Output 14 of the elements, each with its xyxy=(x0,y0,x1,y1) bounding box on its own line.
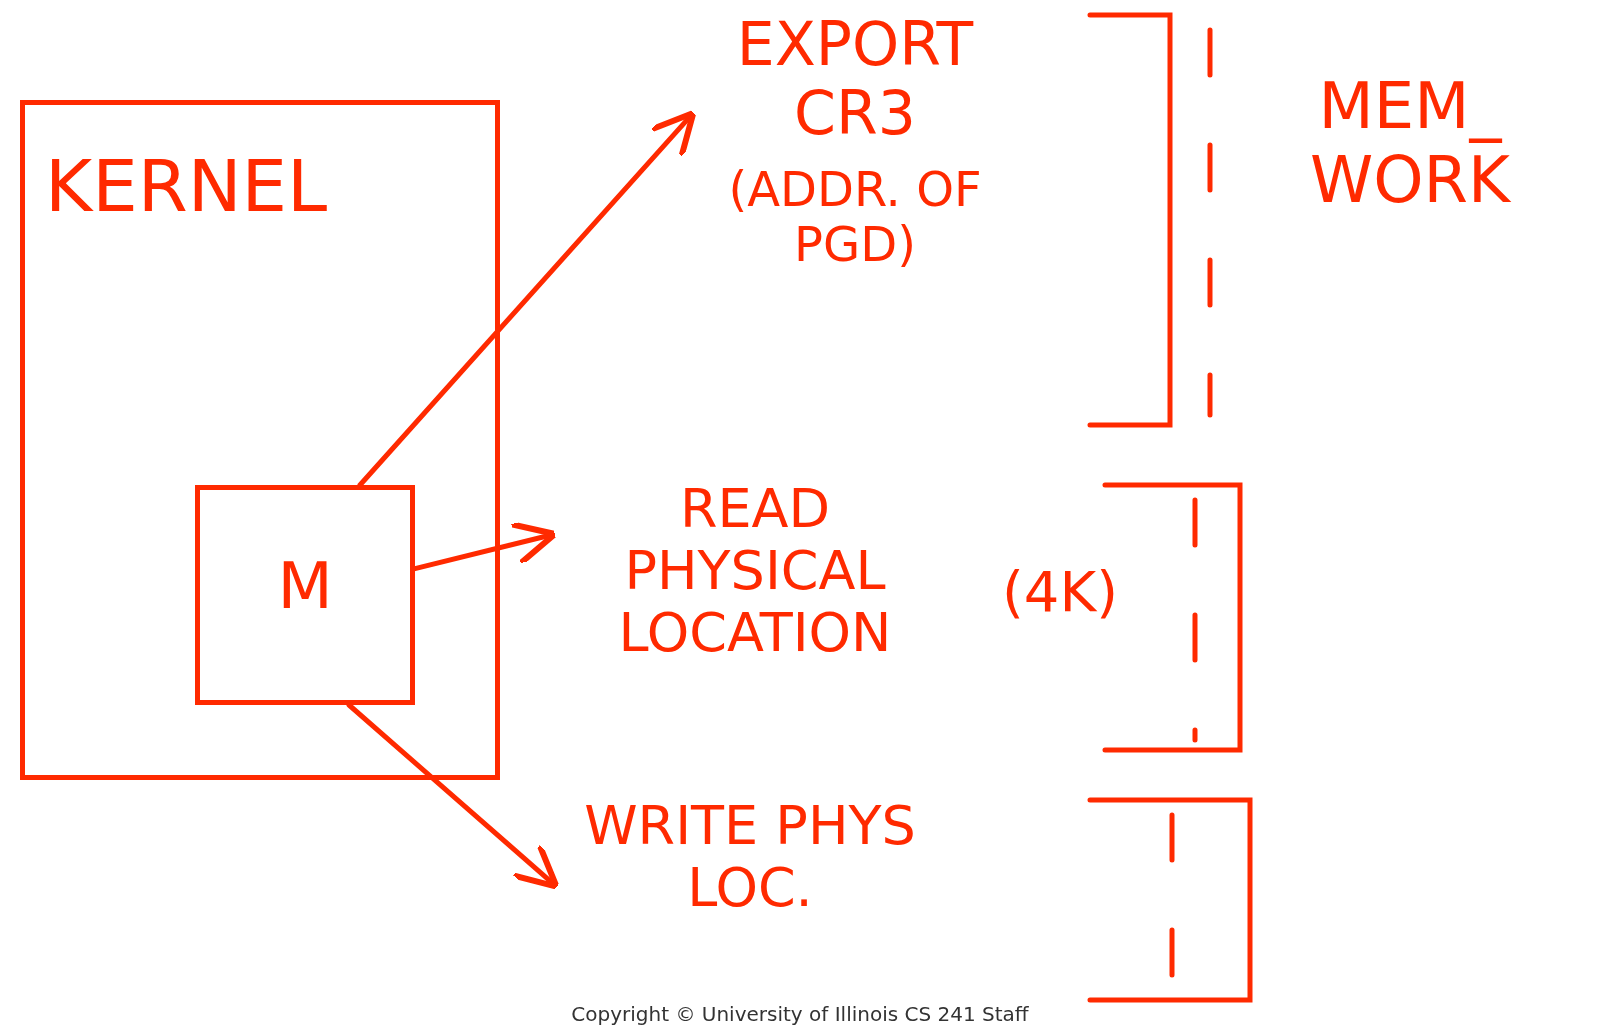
module-box xyxy=(195,485,415,705)
arrow xyxy=(357,109,697,488)
kernel-box xyxy=(20,100,500,780)
arrow xyxy=(346,702,560,890)
step-label: WRITE PHYS LOC. xyxy=(583,795,917,920)
box-title: KERNEL xyxy=(45,145,329,228)
box-label: M xyxy=(276,550,334,624)
step-label: EXPORT CR3 xyxy=(735,10,975,148)
step-label: READ PHYSICAL LOCATION xyxy=(617,478,893,665)
copyright-note: Copyright © University of Illinois CS 241 Staff xyxy=(570,1003,1030,1026)
region-label: MEM_ WORK xyxy=(1308,70,1512,218)
arrow xyxy=(412,521,558,572)
size-label: (4K) xyxy=(1000,560,1119,625)
step-note: (ADDR. OF PGD) xyxy=(727,162,983,273)
